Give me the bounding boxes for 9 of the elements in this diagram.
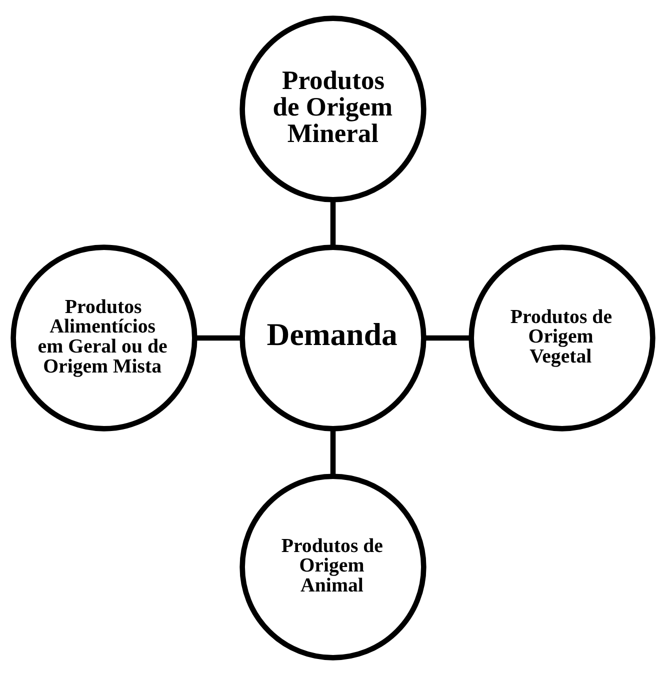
connector xyxy=(330,428,336,476)
node-circle: Produtos de Origem Vegetal xyxy=(468,244,656,431)
node-circle: Produtos Alimentícios em Geral ou de Origem Mista xyxy=(10,244,198,431)
connector xyxy=(424,334,472,340)
connector xyxy=(330,199,336,247)
node-circle: Produtos de Origem Mineral xyxy=(240,15,426,202)
connector xyxy=(194,334,242,340)
node-circle: Demanda xyxy=(240,244,426,431)
node-circle: Produtos de Origem Animal xyxy=(240,473,426,660)
